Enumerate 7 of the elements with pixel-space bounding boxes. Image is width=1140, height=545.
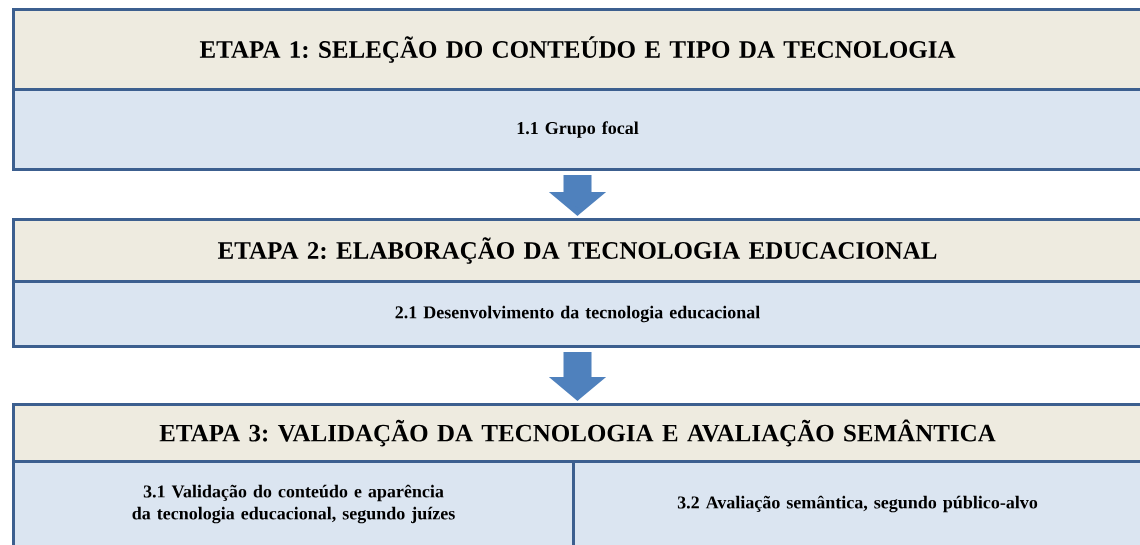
- step-box: 3.1 Validação do conteúdo e aparência da tecnologia educacional, segundo juízes: [12, 460, 575, 545]
- step-box: 2.1 Desenvolvimento da tecnologia educacional: [12, 280, 1140, 348]
- stage-header-box: ETAPA 1: SELEÇÃO DO CONTEÚDO E TIPO DA TECNOLOGIA: [12, 8, 1140, 91]
- stage-header-box: ETAPA 2: ELABORAÇÃO DA TECNOLOGIA EDUCACIONAL: [12, 218, 1140, 283]
- stage-header-box: ETAPA 3: VALIDAÇÃO DA TECNOLOGIA E AVALIAÇÃO SEMÂNTICA: [12, 403, 1140, 463]
- step-box: 1.1 Grupo focal: [12, 88, 1140, 171]
- step-box: 3.2 Avaliação semântica, segundo público-alvo: [572, 460, 1140, 545]
